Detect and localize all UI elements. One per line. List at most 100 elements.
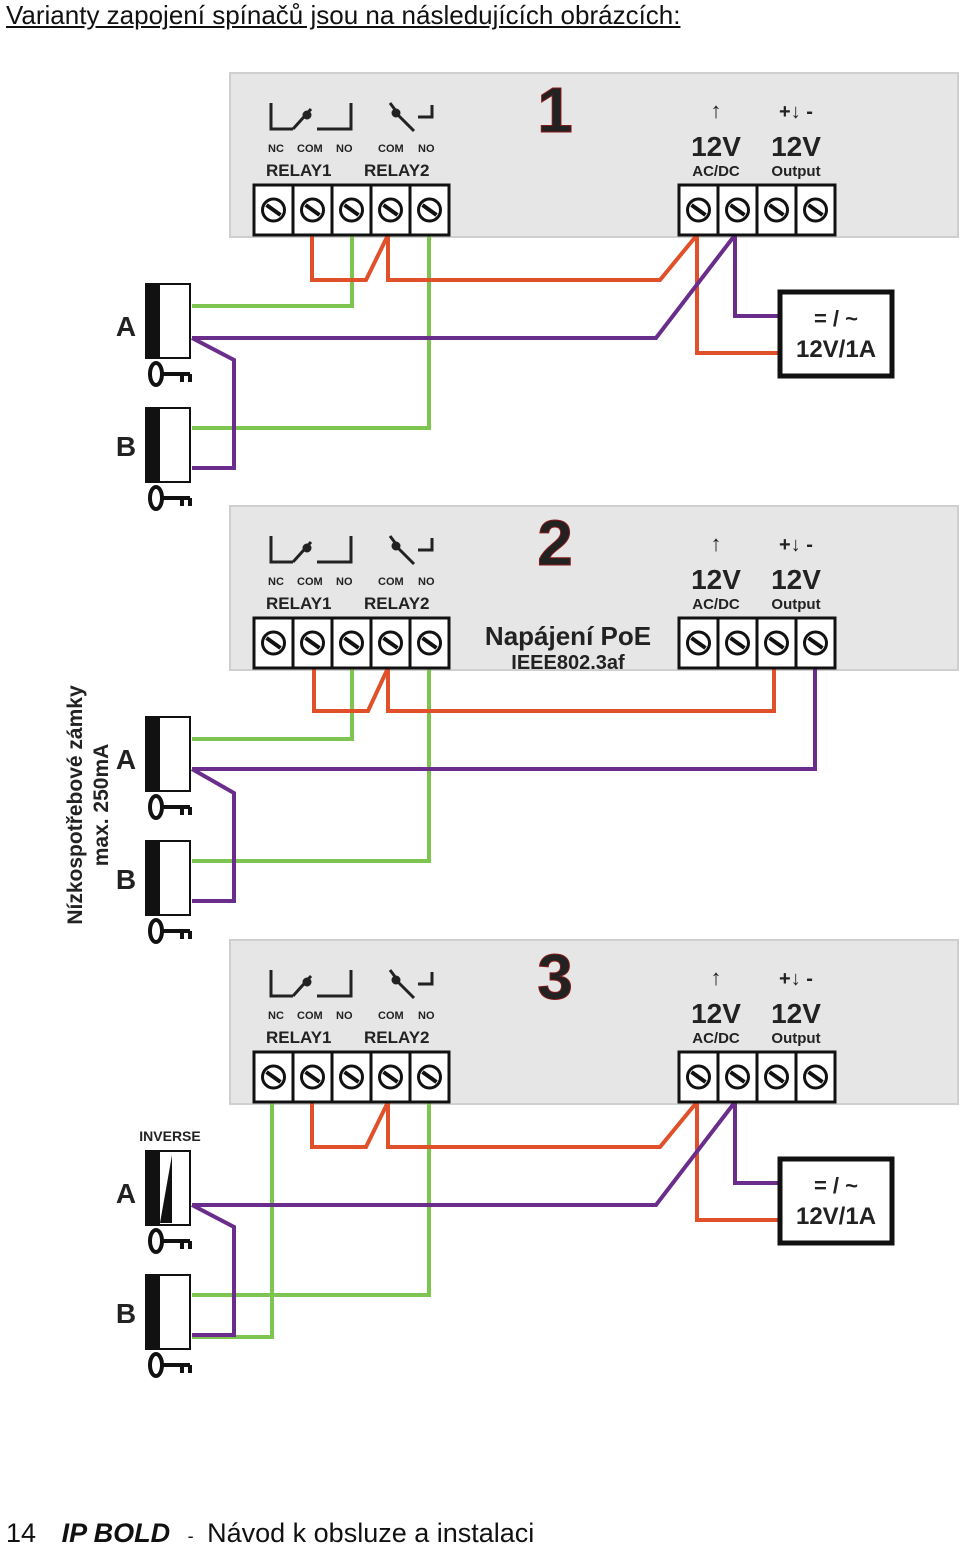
lock-b bbox=[145, 407, 192, 511]
terminal-screw bbox=[417, 630, 442, 656]
page-heading: Varianty zapojení spínačů jsou na násled… bbox=[6, 0, 681, 30]
relay-no-symbol bbox=[388, 102, 434, 133]
lock-a bbox=[145, 283, 192, 387]
wire-red bbox=[695, 1102, 780, 1222]
page-footer: 14 IP BOLD - Návod k obsluze a instalaci bbox=[6, 1518, 534, 1549]
label-no: NO bbox=[336, 576, 353, 588]
page-number: 14 bbox=[6, 1518, 37, 1548]
terminal-screw bbox=[686, 197, 711, 223]
label-12v-output: 12V bbox=[771, 564, 821, 595]
label-nc: NC bbox=[268, 1010, 284, 1022]
label-no: NO bbox=[336, 1010, 353, 1022]
terminal-screw bbox=[764, 1064, 789, 1090]
key-icon bbox=[148, 485, 192, 511]
wire-green bbox=[192, 1102, 431, 1297]
lock-a-label: A bbox=[116, 744, 136, 775]
label-output: Output bbox=[771, 596, 820, 613]
label-12v-output: 12V bbox=[771, 998, 821, 1029]
wire-green bbox=[192, 235, 431, 430]
side-label-line1: Nízkospotřebové zámky bbox=[64, 685, 87, 925]
wire-red bbox=[310, 234, 390, 282]
plus-minus-icon: +↓ - bbox=[779, 968, 813, 990]
label-no: NO bbox=[336, 143, 353, 155]
psu-symbol: = / ~ bbox=[814, 1173, 858, 1198]
relay-no-symbol bbox=[388, 969, 434, 1000]
key-icon bbox=[148, 361, 192, 387]
terminal-screw bbox=[417, 1064, 442, 1090]
label-no: NO bbox=[418, 1010, 435, 1022]
label-com: COM bbox=[297, 1010, 323, 1022]
inverse-label: INVERSE bbox=[139, 1128, 200, 1144]
wire-purple bbox=[733, 1102, 780, 1185]
wire-purple bbox=[733, 235, 780, 318]
label-relay2: RELAY2 bbox=[364, 1028, 430, 1047]
terminal-screw bbox=[300, 197, 325, 223]
label-com: COM bbox=[378, 576, 404, 588]
poe-label: Napájení PoE bbox=[485, 621, 651, 651]
relay-nc-symbol bbox=[269, 536, 353, 564]
wire-purple bbox=[191, 1203, 236, 1337]
label-output: Output bbox=[771, 163, 820, 180]
power-supply: = / ~12V/1A bbox=[777, 289, 895, 379]
wire-red bbox=[386, 668, 776, 713]
power-terminal-block bbox=[677, 1050, 837, 1104]
lock-a bbox=[145, 716, 192, 820]
wire-purple bbox=[192, 668, 817, 771]
label-com: COM bbox=[378, 1010, 404, 1022]
key-icon bbox=[148, 918, 192, 944]
relay-terminal-block bbox=[252, 616, 451, 670]
terminal-screw bbox=[300, 1064, 325, 1090]
lock-a-label: A bbox=[116, 311, 136, 342]
terminal-screw bbox=[803, 197, 828, 223]
wire-red bbox=[386, 1100, 699, 1149]
label-acdc: AC/DC bbox=[692, 596, 740, 613]
label-12v-output: 12V bbox=[771, 131, 821, 162]
terminal-screw bbox=[378, 197, 403, 223]
terminal-screw bbox=[803, 630, 828, 656]
label-no: NO bbox=[418, 143, 435, 155]
label-com: COM bbox=[297, 143, 323, 155]
footer-title: Návod k obsluze a instalaci bbox=[207, 1518, 535, 1548]
product-name: IP BOLD bbox=[61, 1518, 171, 1548]
terminal-screw bbox=[725, 1064, 750, 1090]
relay-no-symbol bbox=[388, 535, 434, 566]
key-icon bbox=[148, 1352, 192, 1378]
wire-red bbox=[386, 233, 699, 282]
wires bbox=[191, 667, 817, 903]
lock-b bbox=[145, 840, 192, 944]
wires bbox=[191, 233, 780, 470]
lock-b-label: B bbox=[116, 431, 136, 462]
plus-minus-icon: +↓ - bbox=[779, 101, 813, 123]
label-output: Output bbox=[771, 1030, 820, 1047]
psu-rating: 12V/1A bbox=[796, 1203, 876, 1230]
wire-green bbox=[192, 668, 354, 741]
wire-red bbox=[695, 235, 780, 355]
terminal-screw bbox=[764, 630, 789, 656]
label-relay2: RELAY2 bbox=[364, 594, 430, 613]
label-nc: NC bbox=[268, 576, 284, 588]
wire-red bbox=[312, 667, 390, 713]
terminal-screw bbox=[378, 1064, 403, 1090]
arrow-up-icon: ↑ bbox=[711, 98, 722, 123]
wire-green bbox=[192, 668, 431, 863]
terminal-screw bbox=[686, 1064, 711, 1090]
diagram-number: 3 bbox=[537, 941, 573, 1013]
label-relay1: RELAY1 bbox=[266, 1028, 332, 1047]
wire-green bbox=[192, 235, 354, 308]
arrow-up-icon: ↑ bbox=[711, 965, 722, 990]
terminal-screw bbox=[725, 197, 750, 223]
terminal-screw bbox=[339, 630, 364, 656]
terminal-screw bbox=[339, 1064, 364, 1090]
terminal-screw bbox=[803, 1064, 828, 1090]
wire-purple bbox=[192, 233, 737, 340]
terminal-screw bbox=[300, 630, 325, 656]
lock-b bbox=[145, 1274, 192, 1378]
terminal-screw bbox=[261, 1064, 286, 1090]
label-12v-input: 12V bbox=[691, 564, 741, 595]
power-terminal-block bbox=[677, 183, 837, 237]
power-terminal-block bbox=[677, 616, 837, 670]
